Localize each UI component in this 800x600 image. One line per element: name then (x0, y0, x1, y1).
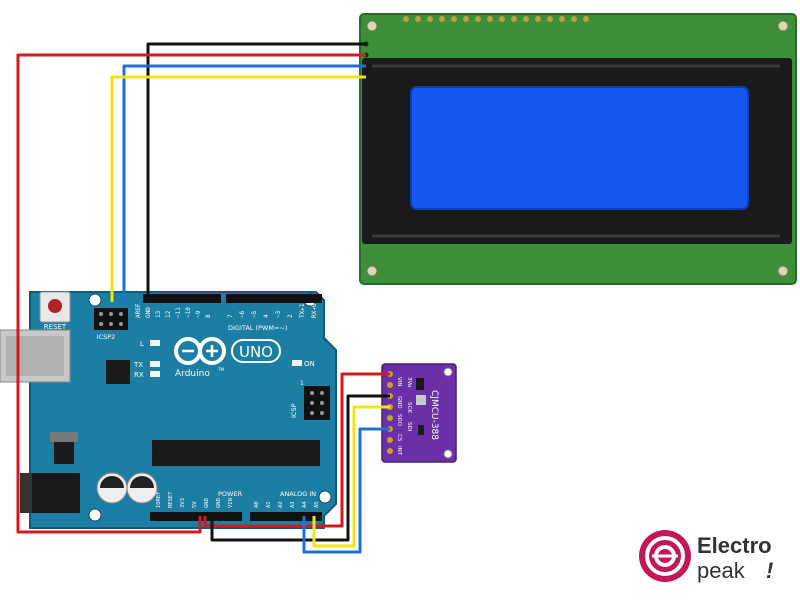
led-tx-label: TX (133, 361, 143, 369)
pin-label-a3: A3 (290, 501, 296, 508)
led-l-label: L (140, 340, 144, 348)
pin-label-tx: TX▸1 (299, 303, 306, 318)
brand-mark: ! (766, 558, 773, 583)
led-rx-label: RX (134, 371, 144, 379)
pin-label-6: ~6 (239, 310, 246, 318)
analog-pin-labels: A0 A1 A2 A3 A4 A5 (254, 501, 320, 508)
pin-label-ioref: IOREF (156, 491, 162, 508)
power-header (150, 512, 242, 521)
pin-label-2: 2 (287, 314, 294, 318)
pin-label-sck: SCK (406, 402, 412, 413)
arduino-brand-label: Arduino (175, 369, 210, 379)
wire-yellow-sensor-sck (312, 405, 390, 548)
pin-label-13: 13 (155, 310, 162, 318)
wire-blue-sda (122, 64, 366, 302)
pin-label-a0: A0 (254, 501, 260, 508)
wire-blue-sensor-sdi (302, 427, 390, 554)
lcd-module (359, 13, 797, 285)
arduino-uno-board: RESET ICSP2 AREF GND 13 12 ~11 ~10 ~9 8 … (0, 291, 337, 529)
power-pin-labels: IOREF RESET 3V3 5V GND GND VIN (156, 491, 234, 508)
trademark-label: TM (217, 367, 224, 372)
pin-label-sdo: SDO (396, 414, 402, 427)
pin-label-rx: RX◂0 (311, 303, 318, 318)
analog-label: ANALOG IN (280, 490, 316, 498)
wire-black-sensor-gnd (210, 394, 390, 542)
pin-label-vin: VIN (228, 498, 234, 508)
pin-label-7: 7 (227, 314, 234, 318)
electropeak-logo: Electro peak ! (639, 530, 773, 583)
brand-line1: Electro (697, 533, 772, 558)
brand-line2: peak (697, 558, 746, 583)
pin-label-3: ~3 (275, 310, 282, 318)
digital-pin-labels: AREF GND 13 12 ~11 ~10 ~9 8 7 ~6 ~5 4 ~3… (135, 303, 318, 318)
uno-label: UNO (239, 343, 273, 361)
reset-button[interactable] (39, 291, 71, 323)
pin-label-gnd2: GND (216, 498, 222, 508)
pin-label-aref: AREF (135, 303, 142, 318)
capacitors (96, 472, 158, 504)
microcontroller-chip (152, 440, 320, 466)
uno-badge: UNO (231, 339, 281, 363)
usb-chip (106, 360, 130, 384)
wires (16, 42, 390, 554)
pin-label-reset: RESET (168, 491, 174, 508)
on-label: ON (304, 360, 315, 368)
icsp-header (304, 386, 330, 420)
lcd-header-pins (403, 16, 589, 22)
pin-label-9: ~9 (195, 310, 202, 318)
analog-header (250, 512, 322, 521)
pin-label-sdi: SDI (406, 422, 412, 432)
pin-label-8: 8 (205, 314, 212, 318)
pin-label-cs: CS (396, 434, 402, 442)
pin-label-11: ~11 (175, 307, 182, 318)
power-label: POWER (218, 490, 243, 498)
arduino-logo-icon (174, 337, 226, 365)
pin-label-a2: A2 (278, 501, 284, 508)
pin-label-gnd-s: GND (396, 396, 402, 409)
pin-label-gnd1: GND (204, 498, 210, 508)
pin-label-10: ~10 (185, 307, 192, 318)
bmp388-sensor-board: VIN 3Vo GND SCK SDO SDI CS INT CJMCU-388 (381, 363, 457, 463)
led-rx (150, 371, 160, 377)
reset-label: RESET (44, 323, 67, 331)
wire-red-vcc (16, 53, 366, 534)
lcd-screen (410, 86, 749, 210)
pin-label-4: 4 (263, 314, 270, 318)
digital-header (143, 294, 322, 303)
icsp-label: ICSP (290, 403, 298, 418)
pin-label-a4: A4 (302, 501, 308, 508)
pin-label-3v3: 3V3 (180, 498, 186, 508)
pin-label-5: ~5 (251, 310, 258, 318)
icsp-pin-one: 1 (300, 380, 304, 387)
pin-label-12: 12 (165, 310, 172, 318)
pin-label-vin-s: VIN (396, 377, 402, 387)
pin-label-a1: A1 (266, 501, 272, 508)
led-l (150, 340, 160, 346)
pin-label-gnd: GND (145, 307, 152, 318)
pin-label-5v: 5V (192, 501, 198, 508)
icsp2-header (94, 308, 128, 330)
electropeak-logo-icon (639, 530, 691, 582)
pin-label-int: INT (396, 446, 402, 456)
digital-label: DIGITAL (PWM=~) (228, 324, 287, 332)
voltage-regulator (54, 442, 74, 464)
wire-black-gnd (146, 42, 366, 302)
led-tx (150, 361, 160, 367)
led-on (292, 360, 302, 366)
pin-label-3vo: 3Vo (406, 377, 412, 388)
sensor-pin-labels: VIN 3Vo GND SCK SDO SDI CS INT (396, 377, 412, 456)
icsp2-label: ICSP2 (97, 333, 116, 341)
sensor-title: CJMCU-388 (429, 390, 439, 440)
pin-label-a5: A5 (314, 501, 320, 508)
wire-yellow-scl (110, 75, 366, 302)
wire-red-sensor-vin (203, 372, 390, 528)
